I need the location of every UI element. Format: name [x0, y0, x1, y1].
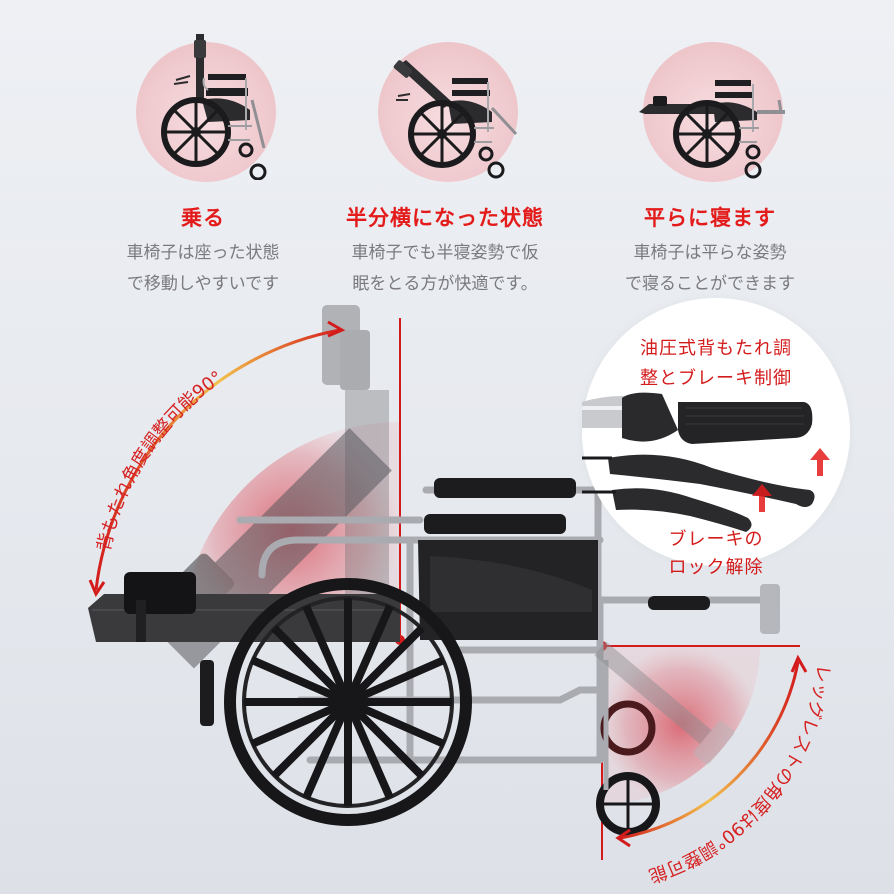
flat-backrest-board	[88, 572, 400, 642]
up-arrow-icon	[810, 448, 830, 476]
backrest-annotation-label: 背もたれ角度調整可能90°	[94, 367, 227, 553]
legrest-angle-fan	[602, 646, 760, 804]
mode-thumbnail	[128, 30, 278, 182]
description-line: 車椅子は座った状態	[126, 243, 280, 263]
mode-thumbnail	[370, 30, 520, 182]
wheelchair-flat-icon	[639, 80, 785, 179]
mode-title: 平らに寝ます	[644, 206, 776, 230]
armrest-upper	[434, 478, 576, 498]
mode-description: 車椅子は平らな姿勢 で寝ることができます	[595, 238, 825, 300]
wheelchair-sitting-icon	[161, 34, 267, 180]
main-wheelchair-diagram: 背もたれ角度調整可能90° レッグレストの角度は90°調整可能	[88, 305, 834, 886]
brake-control-callout: 油圧式背もたれ調 整とブレーキ制御	[582, 298, 850, 578]
up-arrow-icon	[752, 484, 772, 512]
description-line: 車椅子は平らな姿勢	[633, 243, 787, 263]
mode-sitting: 乗る 車椅子は座った状態 で移動しやすいです	[88, 30, 318, 300]
mode-title: 半分横になった状態	[346, 206, 544, 230]
mode-title: 乗る	[181, 206, 225, 230]
rear-wheel	[224, 578, 472, 826]
mode-description: 車椅子でも半寝姿勢で仮 眠をとる方が快適です。	[330, 238, 560, 300]
mode-thumbnail	[635, 30, 785, 182]
mode-flat: 平らに寝ます 車椅子は平らな姿勢 で寝ることができます	[595, 30, 825, 300]
wheelchair-half-reclined-icon	[393, 60, 518, 179]
callout-subtitle: ブレーキの ロック解除	[668, 529, 764, 578]
description-line: で寝ることができます	[625, 274, 795, 294]
description-line: 車椅子でも半寝姿勢で仮	[351, 243, 539, 263]
mode-half-reclined: 半分横になった状態 車椅子でも半寝姿勢で仮 眠をとる方が快適です。	[330, 30, 560, 300]
description-line: 眠をとる方が快適です。	[352, 274, 538, 294]
ghost-legrest	[594, 641, 735, 765]
legrest-flat	[600, 584, 780, 634]
headrest-pillow	[124, 572, 196, 614]
armrest-lower	[424, 514, 566, 534]
rear-handle-grip	[200, 660, 214, 726]
mode-description: 車椅子は座った状態 で移動しやすいです	[88, 238, 318, 300]
description-line: で移動しやすいです	[126, 274, 280, 294]
callout-title: 油圧式背もたれ調 整とブレーキ制御	[640, 338, 792, 389]
